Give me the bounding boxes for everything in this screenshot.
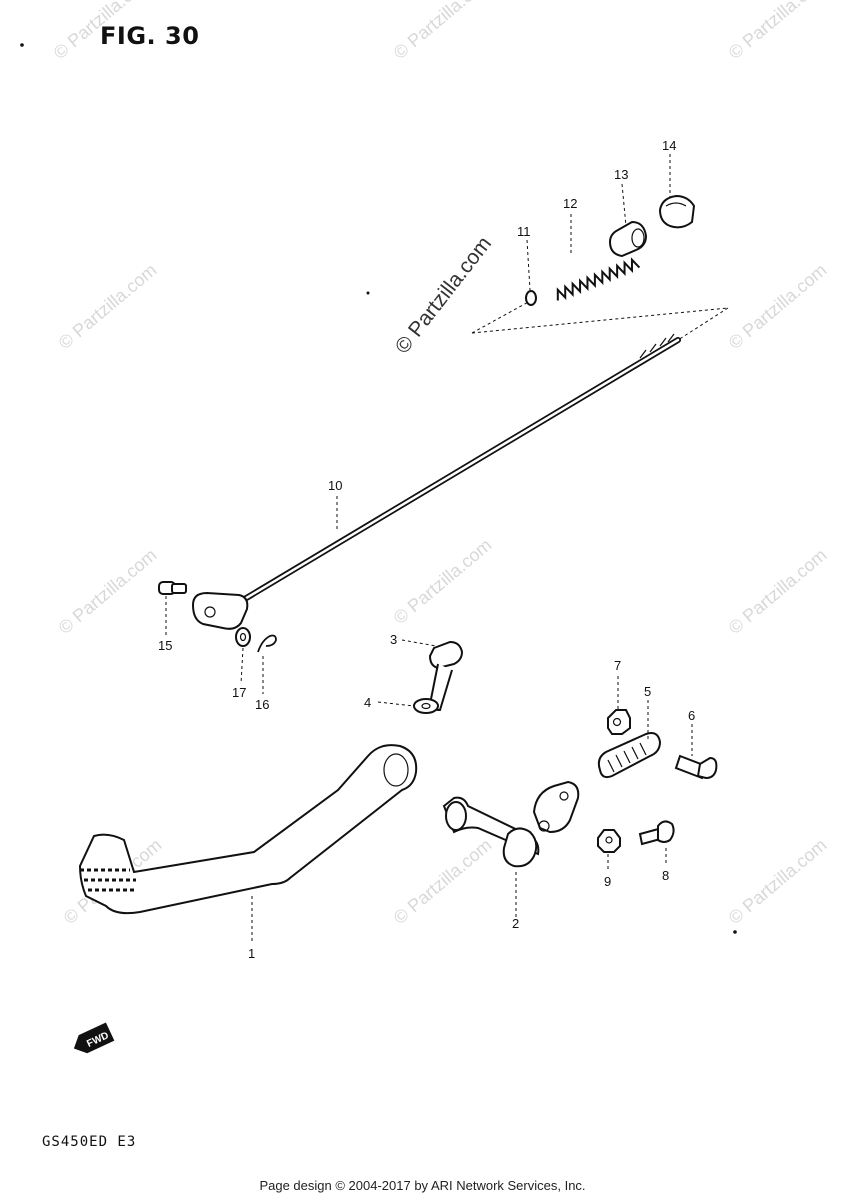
part-11-washer bbox=[525, 290, 537, 306]
forward-direction-badge: FWD bbox=[73, 1022, 115, 1054]
callout-2[interactable]: 2 bbox=[512, 916, 519, 931]
footer-copyright: Page design © 2004-2017 by ARI Network S… bbox=[259, 1178, 586, 1193]
part-4-washer bbox=[413, 698, 439, 714]
part-16-cotter-pin bbox=[257, 634, 277, 653]
callout-12[interactable]: 12 bbox=[563, 196, 577, 211]
callout-13[interactable]: 13 bbox=[614, 167, 628, 182]
callout-9[interactable]: 9 bbox=[604, 874, 611, 889]
watermark: © Partzilla.com bbox=[390, 535, 496, 628]
watermark: © Partzilla.com bbox=[725, 260, 831, 353]
watermark: © Partzilla.com bbox=[725, 835, 831, 928]
part-10-brake-rod bbox=[191, 333, 681, 630]
watermark: © Partzilla.com bbox=[390, 835, 496, 928]
watermark: © Partzilla.com bbox=[390, 0, 496, 63]
assembly-guide-lines bbox=[471, 299, 729, 341]
figure-title: FIG. 30 bbox=[100, 22, 200, 50]
callout-10[interactable]: 10 bbox=[328, 478, 342, 493]
watermark-layer: © Partzilla.com © Partzilla.com © Partzi… bbox=[50, 0, 831, 928]
watermark: © Partzilla.com bbox=[725, 545, 831, 638]
callout-6[interactable]: 6 bbox=[688, 708, 695, 723]
watermark: © Partzilla.com bbox=[55, 545, 161, 638]
watermark: © Partzilla.com bbox=[55, 260, 161, 353]
watermark: © Partzilla.com bbox=[50, 0, 156, 63]
callout-7[interactable]: 7 bbox=[614, 658, 621, 673]
callout-8[interactable]: 8 bbox=[662, 868, 669, 883]
part-14-adjusting-nut bbox=[658, 194, 696, 229]
part-7-nut bbox=[607, 709, 631, 735]
callout-14[interactable]: 14 bbox=[662, 138, 676, 153]
callout-4[interactable]: 4 bbox=[364, 695, 371, 710]
callout-labels: 1 2 3 4 5 6 7 8 9 10 11 12 13 14 15 16 1… bbox=[158, 138, 695, 961]
part-13-collar bbox=[608, 220, 648, 258]
callout-1[interactable]: 1 bbox=[248, 946, 255, 961]
part-15-clevis-pin bbox=[158, 581, 187, 595]
model-code: GS450ED E3 bbox=[42, 1134, 137, 1150]
part-6-bolt bbox=[674, 754, 718, 780]
part-1-brake-pedal bbox=[78, 744, 418, 915]
callout-11[interactable]: 11 bbox=[517, 224, 531, 239]
part-8-bolt bbox=[638, 820, 675, 846]
part-2-brake-shaft bbox=[442, 780, 580, 868]
watermark-main: © Partzilla.com bbox=[391, 232, 496, 358]
callout-5[interactable]: 5 bbox=[644, 684, 651, 699]
callout-17[interactable]: 17 bbox=[232, 685, 246, 700]
watermark: © Partzilla.com bbox=[725, 0, 831, 63]
part-9-nut bbox=[597, 829, 621, 853]
stray-dot bbox=[366, 291, 370, 295]
part-12-spring bbox=[556, 257, 641, 301]
callout-16[interactable]: 16 bbox=[255, 697, 269, 712]
part-3-pivot-bolt bbox=[428, 640, 464, 712]
callout-3[interactable]: 3 bbox=[390, 632, 397, 647]
callout-15[interactable]: 15 bbox=[158, 638, 172, 653]
callout-leaders bbox=[165, 154, 693, 944]
stray-dot bbox=[20, 43, 24, 47]
part-5-return-spring bbox=[597, 732, 662, 779]
stray-dot bbox=[733, 930, 737, 934]
part-17-washer bbox=[235, 627, 251, 647]
